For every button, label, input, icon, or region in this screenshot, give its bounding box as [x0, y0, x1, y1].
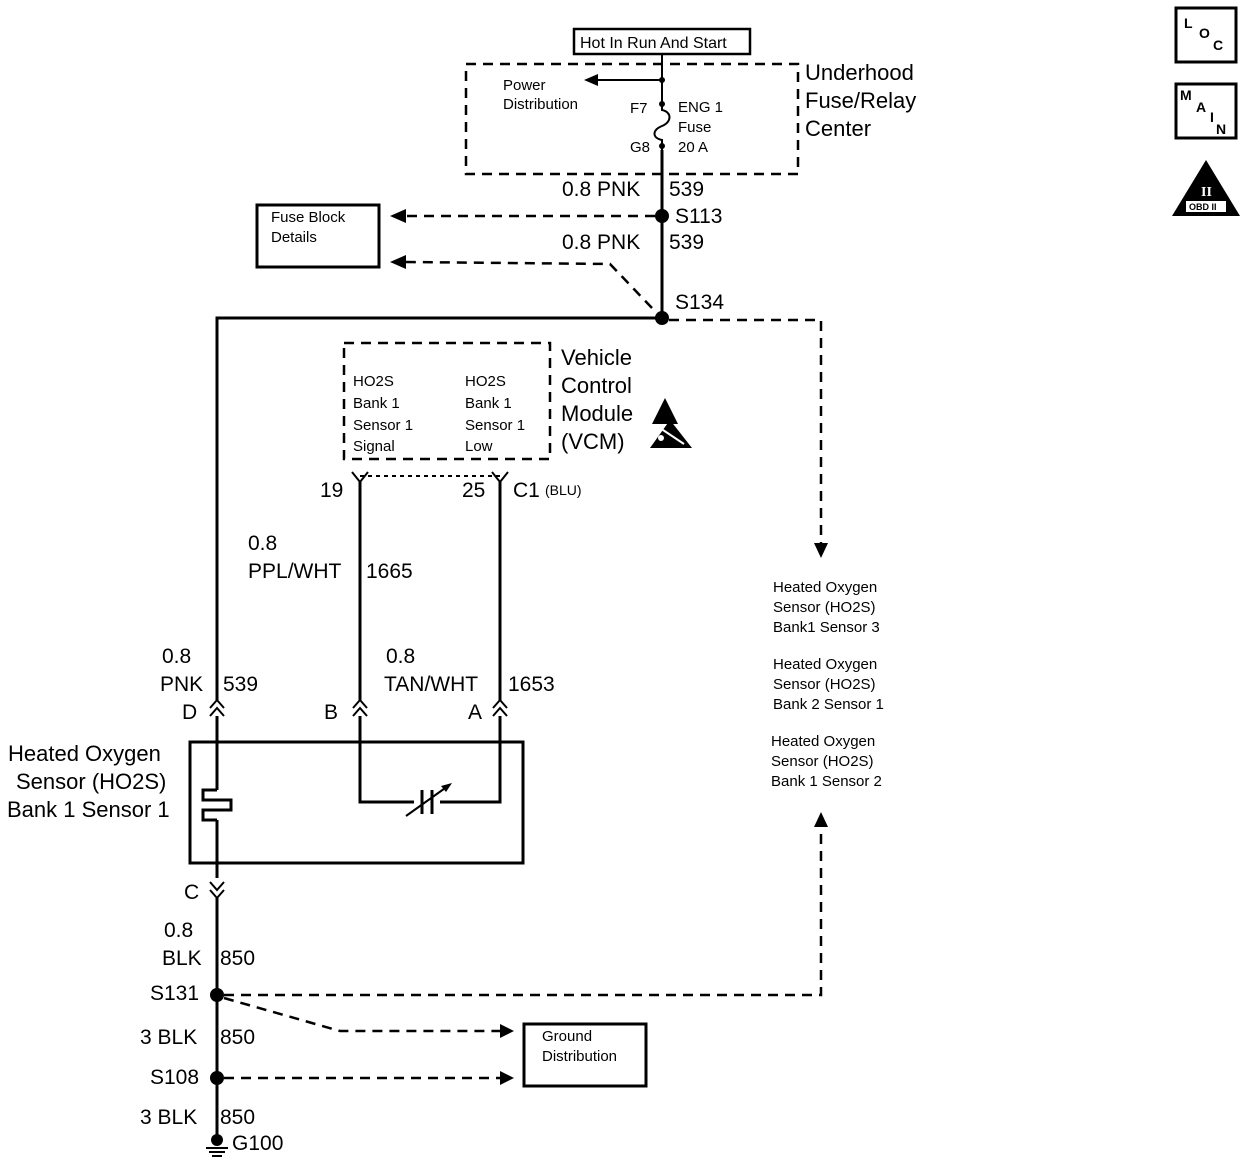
fuse-name-2: Fuse	[678, 119, 711, 136]
vcm-pin-25: 25	[462, 479, 485, 502]
vcm-left-4: Signal	[353, 438, 395, 455]
splice-s108-label: S108	[150, 1066, 199, 1089]
other-sensor-1-line-1: Heated Oxygen	[773, 579, 877, 596]
splice-s108	[210, 1071, 224, 1085]
connector-chevrons-bottom	[209, 881, 225, 900]
vcm-right-3: Sensor 1	[465, 417, 525, 434]
ground-distribution-1: Ground	[542, 1028, 592, 1045]
other-sensor-2-line-1: Heated Oxygen	[773, 656, 877, 673]
wire-w6-color: BLK	[162, 947, 202, 970]
wire-w3-circuit: 1665	[366, 560, 413, 583]
svg-text:A: A	[1196, 99, 1206, 115]
vcm-connector-c1: C1	[513, 479, 540, 502]
svg-text:C: C	[1213, 37, 1223, 53]
other-sensor-2-line-3: Bank 2 Sensor 1	[773, 696, 884, 713]
wire-w8-size-color: 3 BLK	[140, 1106, 197, 1129]
ho2s-sensor-box	[188, 740, 525, 865]
fuse-name-1: ENG 1	[678, 99, 723, 116]
svg-text:L: L	[1184, 15, 1193, 31]
wire-w3-size: 0.8	[248, 532, 277, 555]
svg-text:N: N	[1216, 121, 1226, 137]
vcm-left-1: HO2S	[353, 373, 394, 390]
ground-distribution-box	[522, 1022, 648, 1088]
loc-icon[interactable]: L O C	[1174, 6, 1238, 64]
svg-text:II: II	[1201, 185, 1212, 200]
vcm-right-1: HO2S	[465, 373, 506, 390]
splice-s131	[210, 988, 224, 1002]
other-sensor-3-line-1: Heated Oxygen	[771, 733, 875, 750]
wire-w8-circuit: 850	[220, 1106, 255, 1129]
sensor-pin-b: B	[324, 701, 338, 724]
sensor-title-2: Sensor (HO2S)	[16, 769, 166, 794]
fuse-center-title-1: Underhood	[805, 60, 914, 85]
fuse-center-title-2: Fuse/Relay	[805, 88, 916, 113]
eng1-fuse-symbol	[653, 100, 671, 150]
fuse-pin-g8: G8	[630, 139, 650, 156]
vcm-left-3: Sensor 1	[353, 417, 413, 434]
wire-w4-color: PNK	[160, 673, 203, 696]
wire-w5-size: 0.8	[386, 645, 415, 668]
other-sensor-1-line-3: Bank1 Sensor 3	[773, 619, 880, 636]
splice-s113	[655, 209, 669, 223]
obd-ii-icon[interactable]: II OBD II	[1172, 160, 1240, 216]
other-sensor-3-line-2: Sensor (HO2S)	[771, 753, 874, 770]
wire-w1-circuit: 539	[669, 178, 704, 201]
vcm-title-2: Control	[561, 373, 632, 398]
svg-text:I: I	[1210, 109, 1214, 125]
vcm-right-2: Bank 1	[465, 395, 512, 412]
svg-text:OBD II: OBD II	[1189, 202, 1217, 212]
fuse-pin-f7: F7	[630, 100, 648, 117]
heater-element-icon	[201, 788, 233, 822]
sensor-pin-d: D	[182, 701, 197, 724]
sensor-title-1: Heated Oxygen	[8, 741, 161, 766]
sensor-pin-a: A	[468, 701, 482, 724]
vcm-pin-19: 19	[320, 479, 343, 502]
fuse-rating: 20 A	[678, 139, 708, 156]
wire-w2-size-color: 0.8 PNK	[562, 231, 640, 254]
other-sensor-1-line-2: Sensor (HO2S)	[773, 599, 876, 616]
vcm-title-1: Vehicle	[561, 345, 632, 370]
wire-w1-size-color: 0.8 PNK	[562, 178, 640, 201]
vcm-box	[342, 341, 552, 461]
vcm-connector-color: (BLU)	[545, 482, 582, 498]
wire-w3-color: PPL/WHT	[248, 560, 342, 583]
splice-s134-label: S134	[675, 291, 724, 314]
power-label: Hot In Run And Start	[580, 35, 727, 52]
vcm-title-4: (VCM)	[561, 429, 625, 454]
wire-w4-size: 0.8	[162, 645, 191, 668]
fuse-block-details-box	[255, 203, 381, 269]
ground-icon	[206, 1134, 228, 1157]
svg-text:O: O	[1199, 25, 1210, 41]
wire-w5-circuit: 1653	[508, 673, 555, 696]
wire-w6-circuit: 850	[220, 947, 255, 970]
sensor-pin-c: C	[184, 881, 199, 904]
vcm-left-2: Bank 1	[353, 395, 400, 412]
other-sensor-2-line-2: Sensor (HO2S)	[773, 676, 876, 693]
fuse-center-title-3: Center	[805, 116, 871, 141]
wire-w7-size-color: 3 BLK	[140, 1026, 197, 1049]
wire-w6-size: 0.8	[164, 919, 193, 942]
esd-warning-icon	[650, 398, 692, 448]
wire-w4-circuit: 539	[223, 673, 258, 696]
connector-chevrons-top	[209, 698, 508, 717]
splice-s113-label: S113	[675, 205, 723, 228]
variable-sensor-element-icon	[405, 783, 452, 817]
svg-text:M: M	[1180, 87, 1192, 103]
fuse-block-details-2: Details	[271, 229, 317, 246]
wire-w2-circuit: 539	[669, 231, 704, 254]
power-distribution-line-1: Power	[503, 77, 546, 94]
fuse-block-details-1: Fuse Block	[271, 209, 346, 226]
main-icon[interactable]: M A I N	[1174, 82, 1238, 140]
vcm-right-4: Low	[465, 438, 493, 455]
ground-g100-label: G100	[232, 1132, 283, 1155]
wire-w7-circuit: 850	[220, 1026, 255, 1049]
wire-w5-color: TAN/WHT	[384, 673, 478, 696]
power-distribution-line-2: Distribution	[503, 96, 578, 113]
sensor-title-3: Bank 1 Sensor 1	[7, 797, 170, 822]
splice-s131-label: S131	[150, 982, 199, 1005]
other-sensor-3-line-3: Bank 1 Sensor 2	[771, 773, 882, 790]
vcm-title-3: Module	[561, 401, 633, 426]
ground-distribution-2: Distribution	[542, 1048, 617, 1065]
